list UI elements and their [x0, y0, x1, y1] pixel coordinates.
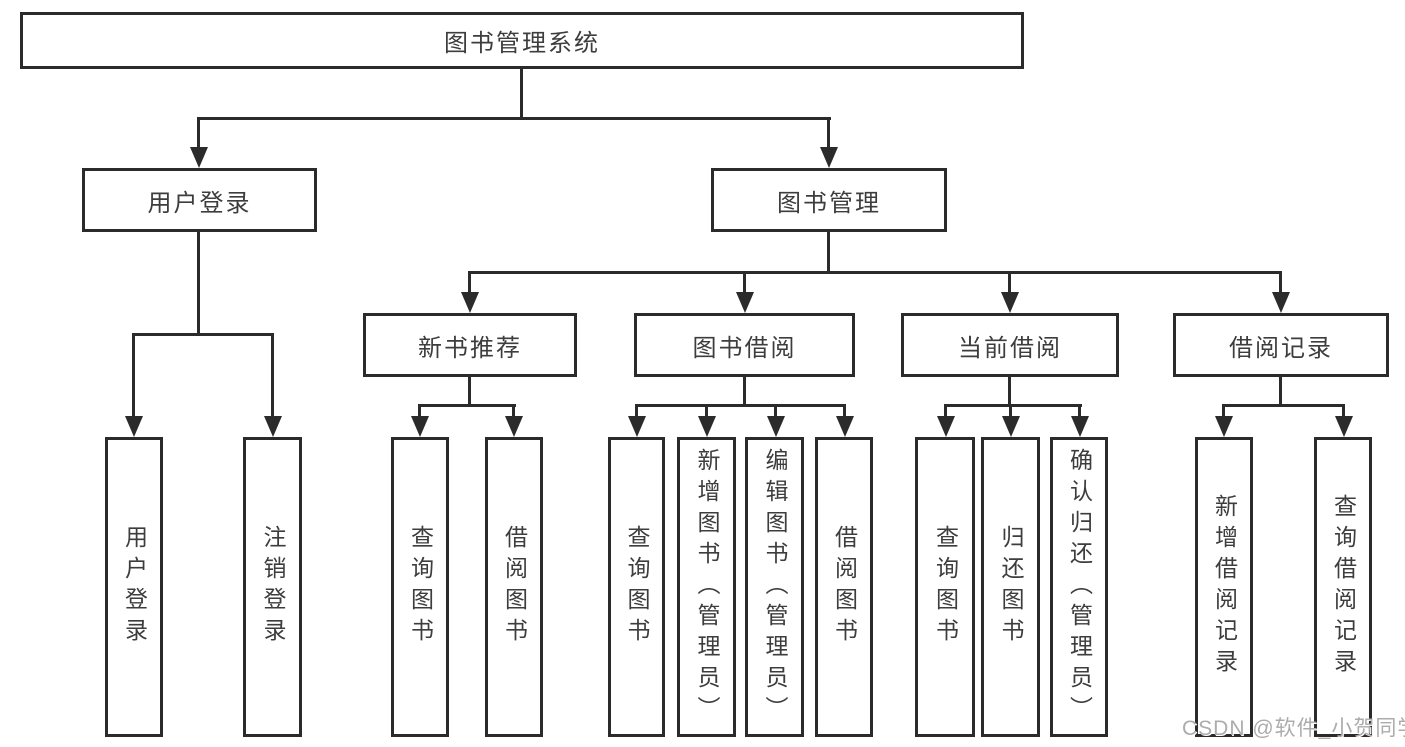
connector-stub — [1342, 404, 1345, 418]
connector-to-current-borrow — [1008, 271, 1011, 293]
leaf-query-books-borrow: 查询图书 — [608, 437, 665, 737]
connector-stub — [418, 404, 421, 418]
connector-root-bus — [197, 117, 831, 120]
connector-to-book-borrow — [743, 271, 746, 293]
arrowhead-down-icon — [628, 416, 646, 437]
csdn-watermark: CSDN @软件_小贺同学 — [1182, 717, 1405, 740]
arrowhead-down-icon — [411, 416, 429, 437]
arrowhead-down-icon — [125, 416, 143, 437]
arrowhead-down-icon — [461, 292, 479, 313]
connector-recommend-stem — [468, 377, 471, 407]
connector-stub — [774, 404, 777, 418]
connector-to-leaf-logout — [271, 333, 274, 417]
leaf-user-login: 用户登录 — [105, 437, 163, 737]
connector-stub — [1009, 404, 1012, 418]
arrowhead-down-icon — [937, 416, 955, 437]
leaf-return-books: 归还图书 — [981, 437, 1040, 737]
connector-to-leaf-user-login — [132, 333, 135, 417]
leaf-add-book-admin: 新增图书（管理员） — [677, 437, 736, 737]
connector-to-new-book-recommend — [468, 271, 471, 293]
arrowhead-down-icon — [1071, 416, 1089, 437]
arrowhead-down-icon — [820, 147, 838, 168]
connector-records-stem — [1279, 377, 1282, 407]
connector-root-stem — [520, 69, 523, 117]
leaf-logout: 注销登录 — [243, 437, 302, 737]
arrowhead-down-icon — [736, 292, 754, 313]
connector-user-login-bus — [132, 333, 274, 336]
leaf-confirm-return-admin: 确认归还（管理员） — [1050, 437, 1108, 737]
node-library-management-system: 图书管理系统 — [20, 12, 1024, 69]
leaf-borrow-books-borrow: 借阅图书 — [815, 437, 873, 737]
leaf-query-books-current: 查询图书 — [915, 437, 975, 737]
connector-to-user-login — [197, 117, 200, 148]
connector-stub — [944, 404, 947, 418]
node-book-management: 图书管理 — [711, 168, 947, 232]
arrowhead-down-icon — [190, 147, 208, 168]
connector-current-stem — [1008, 377, 1011, 407]
node-book-borrow: 图书借阅 — [634, 313, 855, 377]
arrowhead-down-icon — [698, 416, 716, 437]
leaf-add-borrow-record: 新增借阅记录 — [1195, 437, 1253, 737]
connector-stub — [1222, 404, 1225, 418]
connector-stub — [635, 404, 638, 418]
arrowhead-down-icon — [505, 416, 523, 437]
connector-stub — [843, 404, 846, 418]
connector-stub — [512, 404, 515, 418]
connector-to-borrow-records — [1279, 271, 1282, 293]
arrowhead-down-icon — [767, 416, 785, 437]
node-new-book-recommend: 新书推荐 — [363, 313, 577, 377]
connector-book-management-bus — [468, 271, 1282, 274]
arrowhead-down-icon — [1002, 416, 1020, 437]
arrowhead-down-icon — [1272, 292, 1290, 313]
node-user-login: 用户登录 — [82, 168, 317, 232]
connector-book-management-stem — [827, 232, 830, 273]
leaf-query-borrow-record: 查询借阅记录 — [1314, 437, 1372, 737]
connector-recommend-bus — [418, 404, 516, 407]
arrowhead-down-icon — [264, 416, 282, 437]
connector-user-login-stem — [197, 232, 200, 336]
arrowhead-down-icon — [1335, 416, 1353, 437]
connector-borrow-stem — [743, 377, 746, 407]
leaf-query-books-recommend: 查询图书 — [391, 437, 449, 737]
connector-stub — [705, 404, 708, 418]
arrowhead-down-icon — [836, 416, 854, 437]
arrowhead-down-icon — [1001, 292, 1019, 313]
leaf-edit-book-admin: 编辑图书（管理员） — [745, 437, 804, 737]
arrowhead-down-icon — [1215, 416, 1233, 437]
connector-records-bus — [1222, 404, 1345, 407]
connector-current-bus — [944, 404, 1082, 407]
node-borrow-records: 借阅记录 — [1173, 313, 1389, 377]
connector-borrow-bus — [635, 404, 846, 407]
node-current-borrow: 当前借阅 — [901, 313, 1119, 377]
connector-stub — [1078, 404, 1081, 418]
leaf-borrow-books-recommend: 借阅图书 — [485, 437, 543, 737]
connector-to-book-management — [827, 117, 830, 148]
